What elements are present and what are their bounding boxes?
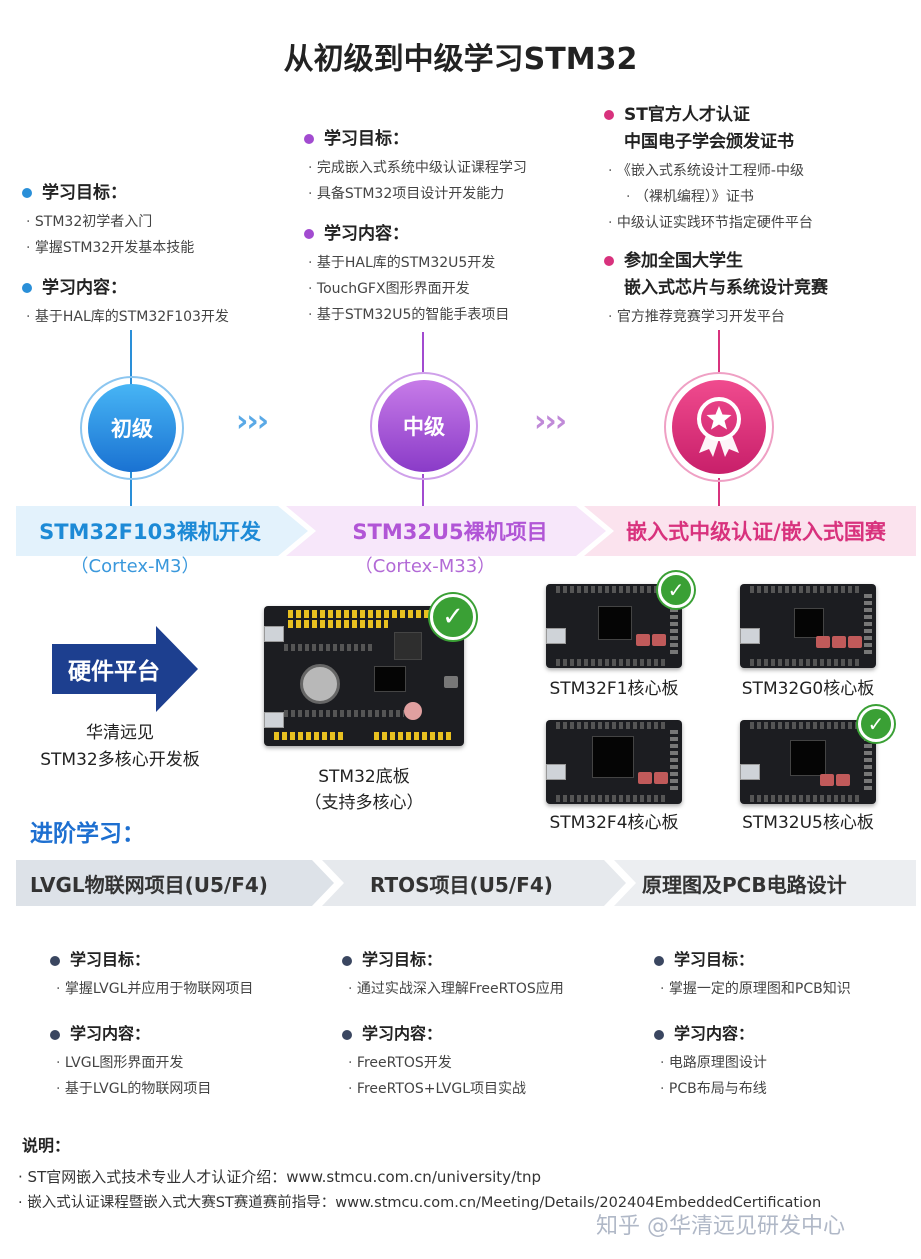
- chevrons-icon: ›››: [534, 404, 567, 439]
- hardware-desc-line1: 华清远见: [86, 723, 154, 743]
- level3-cert-heading: ST官方人才认证: [604, 100, 828, 125]
- level2-content-item: TouchGFX图形界面开发: [308, 276, 527, 302]
- base-board-image: [264, 606, 464, 746]
- level2-content-heading: 学习内容：: [304, 219, 527, 244]
- core-board-u5-image: [740, 720, 876, 804]
- level2-goal-heading: 学习目标：: [304, 124, 527, 149]
- advanced-goal-item: 通过实战深入理解FreeRTOS应用: [342, 976, 564, 1002]
- notes-line: ST官网嵌入式技术专业人才认证介绍：www.stmcu.com.cn/unive…: [18, 1164, 913, 1190]
- level3-band: 嵌入式中级认证/嵌入式国赛: [626, 520, 886, 544]
- check-icon: ✓: [858, 706, 894, 742]
- chevrons-icon: ›››: [236, 404, 269, 439]
- level3-contest-heading: 参加全国大学生: [604, 246, 828, 271]
- level2-goal-item: 完成嵌入式系统中级认证课程学习: [308, 155, 527, 181]
- level-bands: STM32F103裸机开发 STM32U5裸机项目 嵌入式中级认证/嵌入式国赛: [16, 506, 916, 556]
- base-board-label: STM32底板 （支持多核心）: [304, 767, 424, 813]
- level1-goals: 学习目标： STM32初学者入门 掌握STM32开发基本技能 学习内容： 基于H…: [22, 178, 229, 330]
- advanced-goal-item: 掌握一定的原理图和PCB知识: [654, 976, 851, 1002]
- award-medal-icon: [672, 380, 766, 474]
- level1-badge: 初级: [88, 384, 176, 472]
- advanced-band-rtos: RTOS项目(U5/F4): [370, 872, 553, 897]
- level1-core: （Cortex-M3）: [70, 556, 200, 577]
- bullet-dot: [304, 134, 314, 144]
- advanced-band-lvgl: LVGL物联网项目(U5/F4): [30, 872, 268, 897]
- advanced-band-pcb: 原理图及PCB电路设计: [642, 872, 847, 897]
- level3-ring: [664, 372, 774, 482]
- check-icon: ✓: [430, 594, 476, 640]
- advanced-col-rtos: 学习目标： 通过实战深入理解FreeRTOS应用 学习内容： FreeRTOS开…: [342, 946, 564, 1102]
- notes-line: 嵌入式认证课程暨嵌入式大赛ST赛道赛前指导：www.stmcu.com.cn/M…: [18, 1190, 913, 1216]
- advanced-content-item: FreeRTOS开发: [348, 1050, 564, 1076]
- hardware-arrow-label: 硬件平台: [68, 659, 160, 685]
- advanced-bands: LVGL物联网项目(U5/F4) RTOS项目(U5/F4) 原理图及PCB电路…: [16, 860, 916, 906]
- advanced-col-pcb: 学习目标： 掌握一定的原理图和PCB知识 学习内容： 电路原理图设计 PCB布局…: [654, 946, 851, 1102]
- level2-ring: 中级: [370, 372, 478, 480]
- bullet-dot: [22, 188, 32, 198]
- core-board-f1-image: [546, 584, 682, 668]
- level1-content-item: 基于HAL库的STM32F103开发: [26, 304, 229, 330]
- connector-line: [422, 474, 424, 506]
- advanced-content-item: PCB布局与布线: [660, 1076, 851, 1102]
- hardware-desc-line2: STM32多核心开发板: [40, 750, 200, 770]
- level3-cert-item-cont: （裸机编程）》证书: [608, 184, 828, 210]
- core-board-f4-image: [546, 720, 682, 804]
- advanced-content-item: 电路原理图设计: [660, 1050, 851, 1076]
- bullet-dot: [304, 229, 314, 239]
- level1-goal-heading: 学习目标：: [22, 178, 229, 203]
- core-board-label: STM32G0核心板: [741, 679, 875, 699]
- core-board-g0-image: [740, 584, 876, 668]
- level1-band: STM32F103裸机开发: [39, 520, 261, 544]
- level1-goal-item: STM32初学者入门: [26, 209, 229, 235]
- connector-line: [130, 330, 132, 388]
- watermark: 知乎 @华清远见研发中心: [596, 1208, 845, 1240]
- advanced-content-item: LVGL图形界面开发: [56, 1050, 253, 1076]
- notes-list: ST官网嵌入式技术专业人才认证介绍：www.stmcu.com.cn/unive…: [18, 1164, 913, 1216]
- connector-line: [422, 332, 424, 372]
- hardware-desc: 华清远见 STM32多核心开发板: [10, 720, 230, 774]
- core-board-label: STM32F4核心板: [549, 813, 679, 833]
- level2-content-item: 基于STM32U5的智能手表项目: [308, 302, 527, 328]
- advanced-heading: 进阶学习：: [30, 821, 145, 847]
- core-board-label: STM32F1核心板: [549, 679, 679, 699]
- level3-contest-item: 官方推荐竞赛学习开发平台: [608, 304, 828, 330]
- level1-goal-item: 掌握STM32开发基本技能: [26, 235, 229, 261]
- level2-goal-item: 具备STM32项目设计开发能力: [308, 181, 527, 207]
- advanced-content-item: FreeRTOS+LVGL项目实战: [348, 1076, 564, 1102]
- notes-heading: 说明：: [22, 1136, 71, 1155]
- level3-cert-heading-2: 中国电子学会颁发证书: [624, 132, 794, 152]
- level2-goals: 学习目标： 完成嵌入式系统中级认证课程学习 具备STM32项目设计开发能力 学习…: [304, 124, 527, 328]
- advanced-goal-item: 掌握LVGL并应用于物联网项目: [50, 976, 254, 1002]
- level3-contest-heading-2: 嵌入式芯片与系统设计竞赛: [624, 278, 828, 298]
- level3-cert-item: 《嵌入式系统设计工程师-中级: [608, 158, 828, 184]
- level2-band: STM32U5裸机项目: [352, 520, 548, 544]
- connector-line: [718, 330, 720, 374]
- level1-ring: 初级: [80, 376, 184, 480]
- level2-core: （Cortex-M33）: [354, 556, 496, 577]
- core-board-label: STM32U5核心板: [742, 813, 874, 833]
- bullet-dot: [654, 955, 664, 966]
- connector-line: [718, 478, 720, 506]
- bullet-dot: [50, 1029, 60, 1040]
- bullet-dot: [604, 256, 614, 266]
- advanced-content-item: 基于LVGL的物联网项目: [56, 1076, 253, 1102]
- check-icon: ✓: [658, 572, 694, 608]
- bullet-dot: [22, 283, 32, 293]
- bullet-dot: [342, 1029, 352, 1040]
- page-title: 从初级到中级学习STM32: [283, 42, 638, 77]
- bullet-dot: [654, 1029, 664, 1040]
- bullet-dot: [342, 955, 352, 966]
- level1-content-heading: 学习内容：: [22, 273, 229, 298]
- level3-cert: ST官方人才认证 中国电子学会颁发证书 《嵌入式系统设计工程师-中级 （裸机编程…: [604, 100, 828, 330]
- level2-badge: 中级: [378, 380, 470, 472]
- connector-line: [130, 470, 132, 506]
- advanced-col-lvgl: 学习目标： 掌握LVGL并应用于物联网项目 学习内容： LVGL图形界面开发 基…: [50, 946, 253, 1102]
- bullet-dot: [604, 110, 614, 120]
- level3-cert-item: 中级认证实践环节指定硬件平台: [608, 210, 828, 236]
- bullet-dot: [50, 955, 60, 966]
- level2-content-item: 基于HAL库的STM32U5开发: [308, 250, 527, 276]
